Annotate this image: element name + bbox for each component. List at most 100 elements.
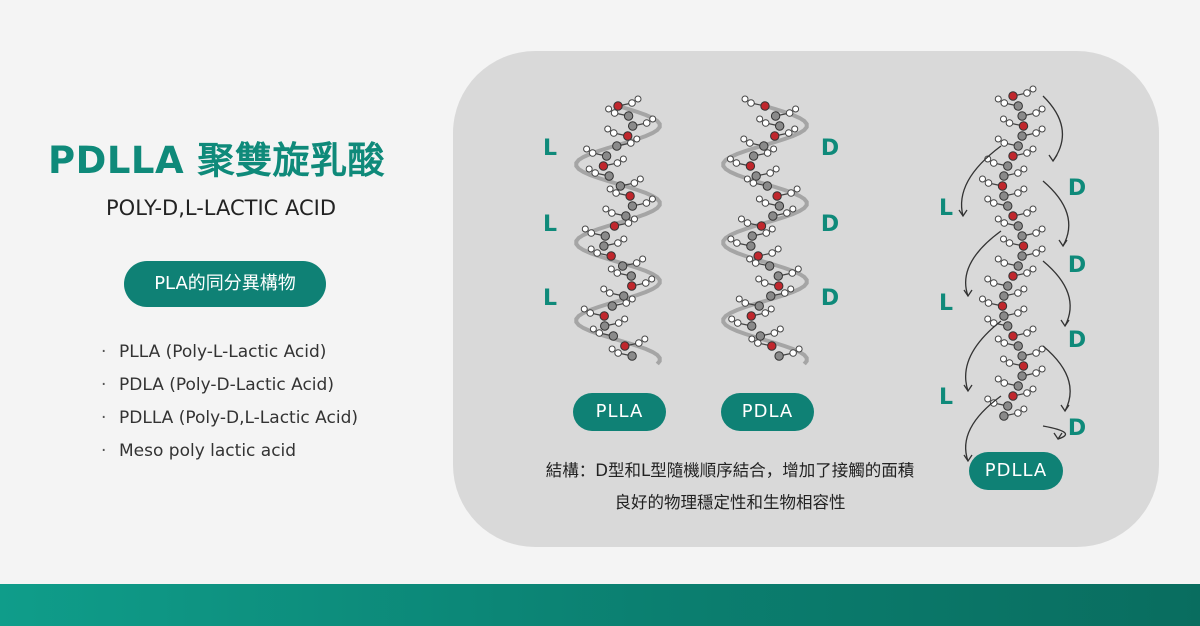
chain-atom <box>762 181 773 191</box>
chain-atom <box>623 131 633 141</box>
chain-atom <box>627 351 637 361</box>
hydrogen-atom <box>989 399 998 407</box>
arrow-head <box>1053 432 1063 441</box>
chain-atom <box>753 251 763 261</box>
hydrogen-atom <box>994 95 1002 103</box>
hydrogen-atom <box>605 105 613 113</box>
hydrogen-atom <box>600 285 608 293</box>
hydrogen-atom <box>1038 365 1046 373</box>
chain-atom <box>997 301 1008 311</box>
chain-atom <box>1008 151 1018 161</box>
chain-atom <box>760 101 770 111</box>
hydrogen-atom <box>774 245 782 253</box>
chain-atom <box>606 251 616 261</box>
chain-atom <box>1013 221 1023 231</box>
chain-atom <box>774 351 784 361</box>
chain-atom <box>1003 321 1013 331</box>
rotation-arrow <box>964 230 1002 297</box>
hydrogen-atom <box>994 375 1002 383</box>
chain-atom <box>619 291 629 301</box>
chain-atom <box>1008 211 1018 221</box>
hydrogen-atom <box>726 155 734 163</box>
hydrogen-atom <box>607 265 615 273</box>
hydrogen-atom <box>1038 105 1046 113</box>
molecule-illustrations <box>574 85 1071 463</box>
helix-ribbon <box>721 104 809 366</box>
chain-atom <box>772 191 782 201</box>
hydrogen-atom <box>1020 305 1028 313</box>
chain-atom <box>620 341 630 351</box>
hydrogen-atom <box>733 239 741 247</box>
chain-atom <box>600 231 610 241</box>
chain-atom <box>607 301 617 311</box>
hydrogen-atom <box>1005 359 1014 367</box>
chain-atom <box>625 191 635 201</box>
hydrogen-atom <box>636 175 644 183</box>
hydrogen-atom <box>1029 205 1037 213</box>
hydrogen-atom <box>606 185 614 193</box>
hydrogen-atom <box>1038 225 1046 233</box>
hydrogen-atom <box>763 149 772 157</box>
hydrogen-atom <box>789 205 797 213</box>
hydrogen-atom <box>583 145 591 153</box>
hydrogen-atom <box>642 199 651 207</box>
hydrogen-atom <box>787 189 795 197</box>
hydrogen-atom <box>785 109 794 117</box>
chain-atom <box>627 121 638 131</box>
chain-atom <box>767 341 777 351</box>
pdla-label-d: D <box>820 136 840 161</box>
rotation-arrow <box>960 145 1002 217</box>
page-title: PDLLA 聚雙旋乳酸 <box>48 139 386 182</box>
hydrogen-atom <box>614 319 623 327</box>
arrow-head <box>963 454 973 463</box>
list-item: PLLA (Poly-L-Lactic Acid) <box>100 338 358 371</box>
hydrogen-atom <box>641 335 649 343</box>
hydrogen-atom <box>795 345 803 353</box>
pdlla-label-d: D <box>1067 328 1087 353</box>
hydrogen-atom <box>791 125 799 133</box>
chain-atom <box>1003 201 1013 211</box>
hydrogen-atom <box>1014 289 1022 297</box>
chain-atom <box>1003 161 1013 171</box>
hydrogen-atom <box>770 329 779 337</box>
chain-atom <box>999 311 1009 321</box>
chain-atom <box>1017 371 1027 381</box>
hydrogen-atom <box>628 99 636 107</box>
page-subtitle: POLY-D,L-LACTIC ACID <box>106 196 336 220</box>
hydrogen-atom <box>761 309 770 317</box>
arrow-head <box>1058 239 1068 248</box>
hydrogen-atom <box>614 349 622 357</box>
hydrogen-atom <box>761 119 770 127</box>
isomers-badge: PLA的同分異構物 <box>124 261 326 307</box>
hydrogen-atom <box>727 235 735 243</box>
chain-atom <box>626 271 636 281</box>
arrow-head <box>1060 404 1070 413</box>
hydrogen-atom <box>732 159 741 167</box>
hydrogen-atom <box>751 259 760 267</box>
chain-atom <box>774 201 785 211</box>
chain-atom <box>609 221 620 231</box>
hydrogen-atom <box>1014 409 1022 417</box>
hydrogen-atom <box>648 275 656 283</box>
hydrogen-atom <box>760 279 769 287</box>
hydrogen-atom <box>984 179 993 187</box>
chain-atom <box>759 141 769 151</box>
hydrogen-atom <box>994 255 1002 263</box>
pdla-badge: PDLA <box>721 393 814 431</box>
chain-atom <box>1003 281 1013 291</box>
hydrogen-atom <box>768 249 776 257</box>
hydrogen-atom <box>1000 339 1009 347</box>
hydrogen-atom <box>587 245 595 253</box>
hydrogen-atom <box>1038 345 1046 353</box>
hydrogen-atom <box>743 219 752 227</box>
pdlla-label-l: L <box>938 291 954 316</box>
hydrogen-atom <box>1023 389 1031 397</box>
hydrogen-atom <box>746 255 754 263</box>
hydrogen-atom <box>1020 165 1028 173</box>
hydrogen-atom <box>746 139 754 147</box>
hydrogen-atom <box>1029 265 1037 273</box>
hydrogen-atom <box>1038 125 1046 133</box>
hydrogen-atom <box>783 209 791 217</box>
chain-atom <box>1008 391 1018 401</box>
chain-atom <box>599 241 609 251</box>
